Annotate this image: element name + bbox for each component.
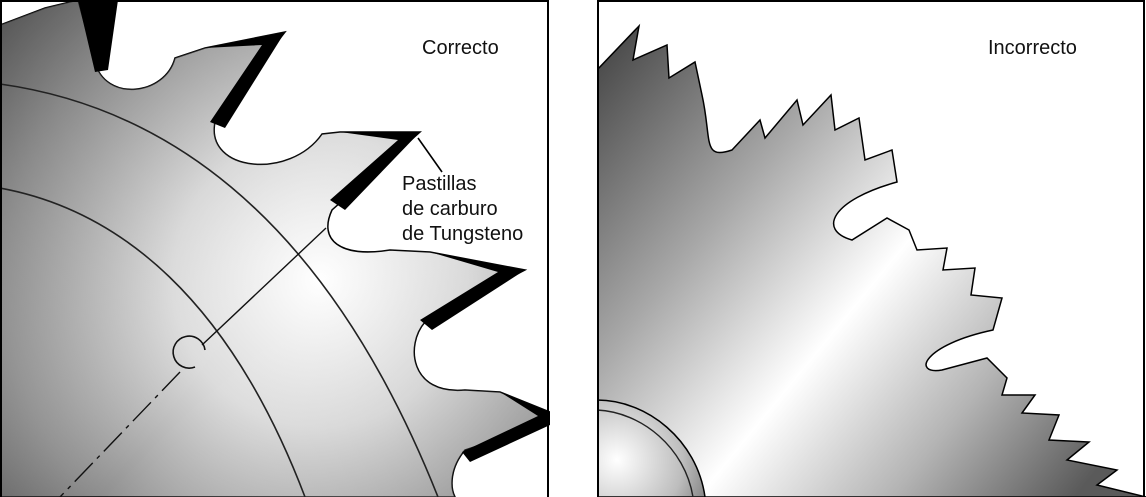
incorrect-blade-illustration xyxy=(597,0,1146,497)
title-correct: Correcto xyxy=(422,37,499,59)
centre-line xyxy=(59,371,181,497)
carbide-tip-callout: Pastillas de carburo de Tungsteno xyxy=(402,172,523,247)
panel-correct: Correcto Pastillas de carburo de Tungste… xyxy=(0,0,550,497)
blade-body xyxy=(597,23,1146,497)
title-incorrect: Incorrecto xyxy=(988,37,1077,59)
carbide-tip xyxy=(420,252,525,330)
callout-line: de carburo xyxy=(402,198,498,220)
callout-line: Pastillas xyxy=(402,173,477,195)
panel-incorrect: Incorrecto xyxy=(597,0,1146,497)
carbide-tip xyxy=(78,0,118,72)
panel-frame xyxy=(597,0,1145,497)
arbor-ring xyxy=(597,409,694,497)
carbide-tip xyxy=(462,392,550,462)
callout-line: de Tungsteno xyxy=(402,223,524,245)
arbor-hole xyxy=(172,335,206,369)
callout-leader xyxy=(417,137,443,173)
carbide-tip xyxy=(205,32,285,128)
correct-blade-illustration xyxy=(0,0,550,497)
panel-frame xyxy=(0,0,549,497)
outer-ring xyxy=(0,83,439,497)
radius-line xyxy=(201,227,327,346)
carbide-tip xyxy=(330,132,420,210)
inner-ring xyxy=(0,187,306,497)
